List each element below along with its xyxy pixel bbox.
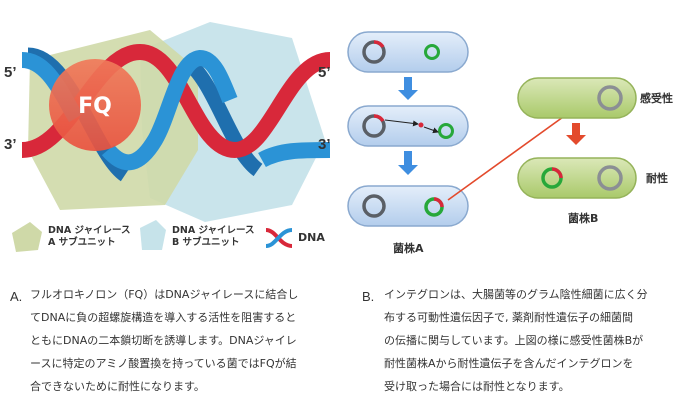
legend-subunit-a-label: DNA ジャイレース A サブユニット: [48, 225, 131, 248]
plasmid-icon: [424, 44, 440, 60]
three-prime-left: 3’: [4, 136, 17, 153]
three-prime-right: 3’: [318, 136, 331, 153]
strain-a-cell-3: [347, 185, 469, 227]
caption-b: インテグロンは、大腸菌等のグラム陰性細菌に広く分 布する可動性遺伝因子で, 薬剤…: [384, 288, 648, 393]
legend-subunit-a-swatch: [12, 222, 42, 252]
caption-a-letter: A.: [10, 289, 23, 304]
resistant-label: 耐性: [646, 172, 668, 185]
blue-arrow-1: [398, 77, 418, 100]
sensitive-label: 感受性: [640, 92, 673, 105]
five-prime-right: 5’: [318, 64, 331, 81]
legend-dna-label: DNA: [298, 231, 325, 244]
strain-b-cell-sensitive: [517, 77, 637, 119]
transfer-arrow: [447, 111, 571, 201]
strain-b-cell-resistant: [517, 157, 637, 199]
legend-dna-icon: [265, 228, 293, 248]
five-prime-left: 5’: [4, 64, 17, 81]
gyrase-diagram: FQ: [12, 22, 332, 252]
fq-drug-circle: [49, 59, 141, 151]
strain-a-cell-2: [347, 105, 469, 147]
legend-subunit-b-label: DNA ジャイレース B サブユニット: [172, 225, 255, 248]
strain-a-cell-1: [347, 31, 469, 73]
caption-b-letter: B.: [362, 289, 375, 304]
legend-subunit-b-swatch: [140, 220, 166, 250]
strain-a-label: 菌株A: [393, 242, 424, 255]
strain-b-label: 菌株B: [568, 212, 599, 225]
red-arrow-down: [566, 123, 586, 145]
fq-label: FQ: [78, 94, 112, 119]
caption-a: フルオロキノロン（FQ）はDNAジャイレースに結合し てDNAに負の超螺旋構造を…: [30, 288, 299, 393]
blue-arrow-2: [398, 151, 418, 175]
integron-diagram: [347, 31, 637, 227]
